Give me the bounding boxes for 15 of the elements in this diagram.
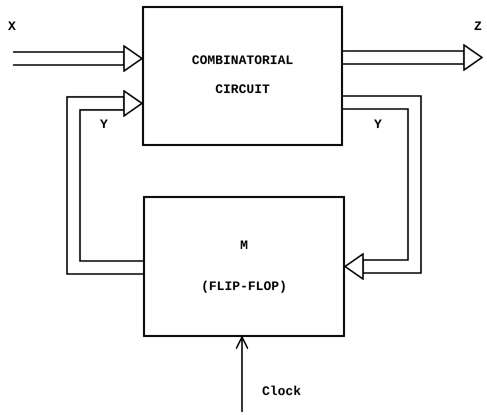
block-label: (FLIP-FLOP) bbox=[200, 278, 288, 296]
edge-label: Y bbox=[374, 118, 382, 131]
bus-arrow bbox=[342, 95, 422, 280]
arrow bbox=[235, 336, 249, 412]
block-label: M bbox=[239, 236, 249, 255]
bus-arrow bbox=[66, 90, 144, 275]
edge-label: Y bbox=[100, 118, 108, 131]
bus-arrow bbox=[342, 44, 483, 71]
edge-label: Clock bbox=[262, 385, 302, 398]
block-box bbox=[143, 196, 345, 337]
bus-arrow bbox=[12, 45, 143, 72]
edge-label: Z bbox=[474, 20, 482, 33]
block-label: COMBINATORIAL CIRCUIT bbox=[190, 52, 294, 99]
edge-label: X bbox=[8, 20, 16, 33]
block-box bbox=[142, 6, 343, 146]
